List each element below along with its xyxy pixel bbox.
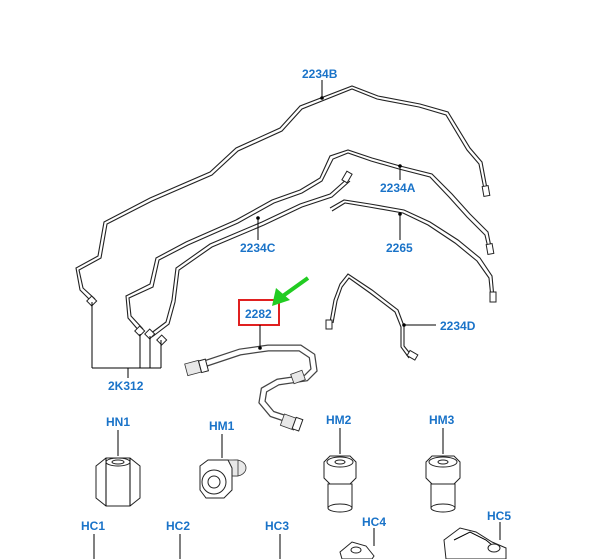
part-hm2-fitting[interactable] [323,455,357,513]
pipe-2234a[interactable] [125,149,495,333]
leader-lines [91,80,501,559]
part-hn1-nut[interactable] [95,457,141,507]
part-hc4-clip[interactable] [339,541,375,559]
label-hm3[interactable]: HM3 [429,413,455,427]
part-hm1-fitting[interactable] [199,459,247,499]
part-hm3-fitting[interactable] [425,455,461,513]
pipe-2234c[interactable] [149,170,353,338]
label-2k312[interactable]: 2K312 [108,379,144,393]
label-hc1[interactable]: HC1 [81,519,105,533]
pipe-2234b[interactable] [75,85,491,303]
label-hc5[interactable]: HC5 [487,509,511,523]
pipe-2265[interactable] [329,199,497,303]
part-hc5-clip[interactable] [443,527,507,559]
label-hc4[interactable]: HC4 [362,515,386,529]
pipe-2234d[interactable] [325,273,419,361]
label-2265[interactable]: 2265 [386,241,413,255]
label-2282[interactable]: 2282 [245,307,272,321]
label-2234b[interactable]: 2234B [302,67,338,81]
pipe-2282[interactable] [184,344,318,432]
label-2234d[interactable]: 2234D [440,319,476,333]
pipe-end-fittings [86,295,168,346]
part-labels: 2234B 2234A 2234C 2265 2282 2234D 2K312 … [81,67,511,533]
label-2234a[interactable]: 2234A [380,181,416,195]
selected-part-highlight [238,276,310,326]
label-hm2[interactable]: HM2 [326,413,352,427]
label-hn1[interactable]: HN1 [106,415,130,429]
label-hm1[interactable]: HM1 [209,419,235,433]
label-hc2[interactable]: HC2 [166,519,190,533]
label-2234c[interactable]: 2234C [240,241,276,255]
label-hc3[interactable]: HC3 [265,519,289,533]
